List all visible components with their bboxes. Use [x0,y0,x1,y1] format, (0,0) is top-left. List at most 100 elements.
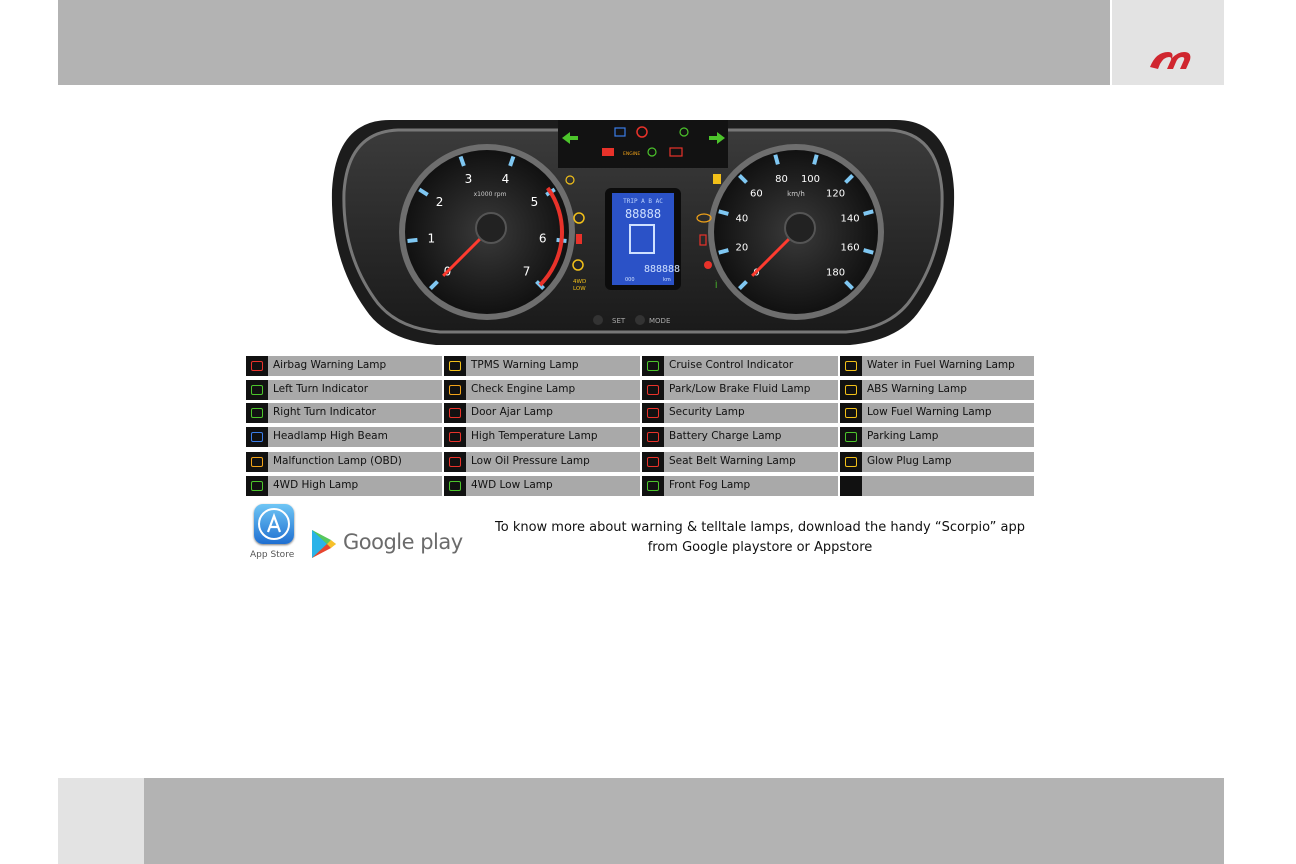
legend-label: Parking Lamp [867,430,939,442]
google-play-label: Google play [343,530,463,554]
legend-item: Check Engine Lamp [444,380,640,400]
legend-label: Front Fog Lamp [669,479,751,491]
lcd-odo: 888888 [644,264,680,275]
brake-telltale-icon [636,126,648,138]
legend-label: Left Turn Indicator [273,383,369,395]
legend-item: High Temperature Lamp [444,427,640,447]
lcd-trip: 88888 [625,207,661,221]
airbag-icon [246,356,268,376]
gauge-tick-label: 160 [841,242,860,253]
right-arrow-icon [246,403,268,423]
legend-label: Low Oil Pressure Lamp [471,455,590,467]
gauge-tick-label: 80 [775,174,788,185]
gauge-tick-label: 60 [750,188,763,199]
gauge-tick [429,280,439,290]
legend-item: Headlamp High Beam [246,427,442,447]
brand-logo-icon [1150,52,1191,69]
legend-label: Security Lamp [669,406,745,418]
tpms-icon [444,356,466,376]
lcd-top-label: TRIP A B AC [623,198,663,205]
temperature-icon [444,427,466,447]
legend-label: Airbag Warning Lamp [273,359,387,371]
gauge-tick [738,174,748,184]
legend-label: ABS Warning Lamp [867,383,967,395]
gauge-tick-label: 2 [436,195,444,209]
glow-plug-icon [840,452,862,472]
gauge-tick-label: 120 [826,188,845,199]
logo-box [1112,0,1224,85]
legend-label: Glow Plug Lamp [867,455,952,467]
legend-item: Door Ajar Lamp [444,403,640,423]
legend-label: Malfunction Lamp (OBD) [273,455,402,467]
gauge-tick [458,155,466,167]
battery-telltale-icon [669,147,683,157]
gauge-tick [844,280,854,290]
gauge-tick [718,209,729,216]
gauge-tick [508,155,516,167]
speedometer: 020406080100120140160180 [718,154,874,290]
tachometer: 01234567 [407,155,567,290]
info-line-1: To know more about warning & telltale la… [495,520,1025,535]
set-button-label: SET [612,317,626,325]
legend-label: TPMS Warning Lamp [471,359,579,371]
gauge-hub [784,212,816,244]
legend-item: Security Lamp [642,403,838,423]
google-play-icon[interactable] [310,528,338,560]
legend-item: Glow Plug Lamp [840,452,1034,472]
mode-button-label: MODE [649,317,670,325]
empty-icon [840,476,862,496]
left-turn-telltale-icon [562,132,578,144]
legend-item [840,476,1034,496]
legend-item: Water in Fuel Warning Lamp [840,356,1034,376]
lcd-bottom: 000 [625,277,635,283]
cruise-icon [642,356,664,376]
oil-icon [444,452,466,472]
seatbelt-icon [642,452,664,472]
abs-icon [840,380,862,400]
legend-item: Battery Charge Lamp [642,427,838,447]
footer-bar [144,778,1224,864]
redline-arc [538,186,564,287]
legend-item: Cruise Control Indicator [642,356,838,376]
gauge-tick [844,174,854,184]
app-store-label: App Store [250,550,295,560]
legend-label: Right Turn Indicator [273,406,376,418]
svg-text:Ì: Ì [715,279,717,290]
legend-item: Seat Belt Warning Lamp [642,452,838,472]
legend-item: Malfunction Lamp (OBD) [246,452,442,472]
legend-item: 4WD High Lamp [246,476,442,496]
app-store-icon[interactable] [254,504,294,544]
4wd-low-icon [444,476,466,496]
info-line-2: from Google playstore or Appstore [647,540,873,555]
legend-item: Parking Lamp [840,427,1034,447]
gauge-hub [475,212,507,244]
high-beam-telltale-icon [614,127,626,137]
legend-label: Cruise Control Indicator [669,359,794,371]
security-icon [642,403,664,423]
legend-item: Right Turn Indicator [246,403,442,423]
high-beam-icon [246,427,268,447]
right-turn-telltale-icon [709,132,725,144]
download-info-text: To know more about warning & telltale la… [440,518,1080,558]
legend-item: Front Fog Lamp [642,476,838,496]
battery-icon [642,427,664,447]
legend-item: ABS Warning Lamp [840,380,1034,400]
tach-unit-label: x1000 rpm [474,191,507,198]
gauge-tick-label: 4 [502,172,510,186]
legend-label: Check Engine Lamp [471,383,576,395]
gauge-tick-label: 20 [736,242,749,253]
legend-label: Water in Fuel Warning Lamp [867,359,1015,371]
gauge-tick [718,248,729,255]
legend-label: 4WD Low Lamp [471,479,553,491]
brake-icon [642,380,664,400]
legend-label: Low Fuel Warning Lamp [867,406,992,418]
gauge-tick-label: 40 [736,214,749,225]
gauge-tick-label: 140 [841,214,860,225]
gauge-tick [863,209,874,216]
low-label: LOW [573,286,586,292]
gauge-tick [773,154,780,165]
gauge-tick [863,248,874,255]
footer-page-box [58,778,144,864]
gauge-tick-label: 6 [539,231,547,245]
gauge-tick-label: 100 [801,174,820,185]
